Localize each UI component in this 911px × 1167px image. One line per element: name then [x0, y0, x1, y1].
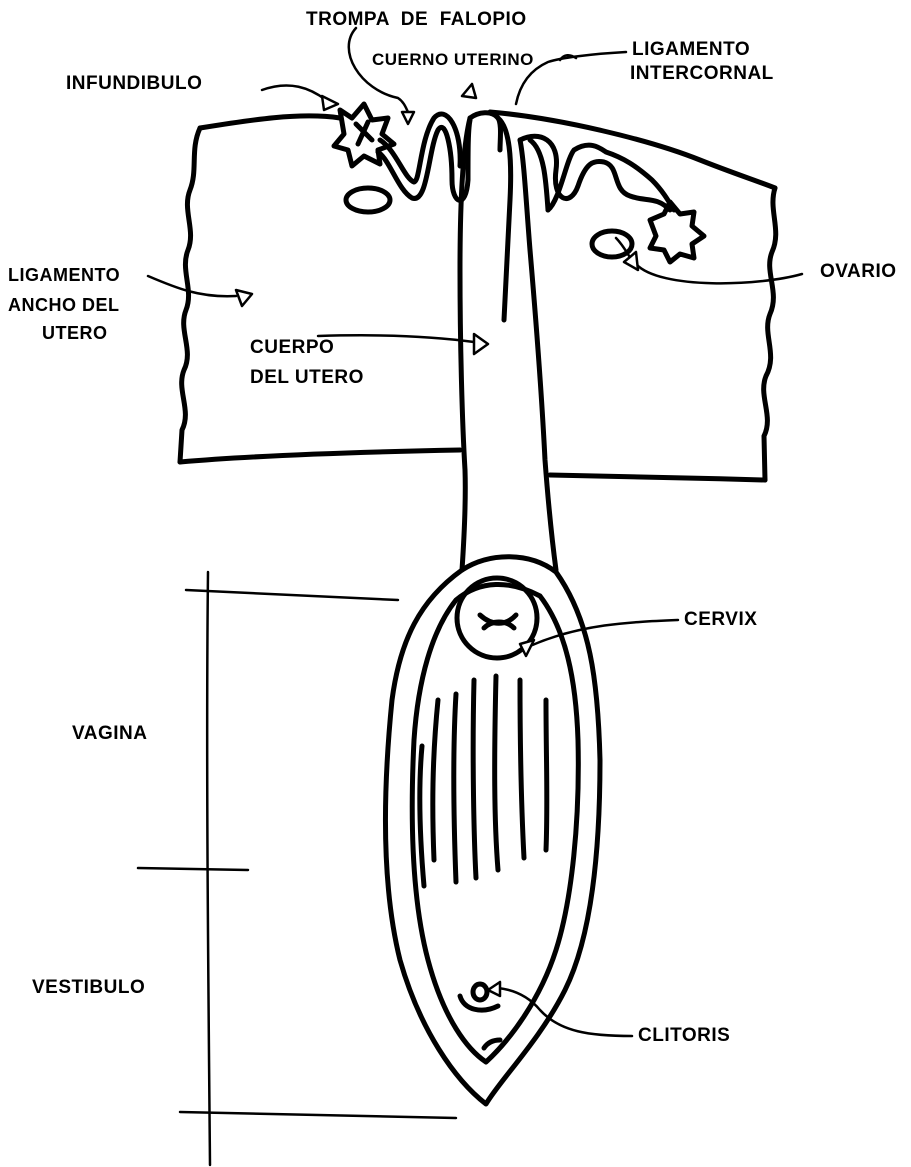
label-cervix: CERVIX — [684, 608, 757, 631]
label-ligamento-intercornal-2: INTERCORNAL — [630, 62, 774, 85]
label-vagina: VAGINA — [72, 722, 147, 745]
cuerpo-arrow-icon — [474, 334, 488, 354]
broad-ligament-top-right-edge — [490, 112, 775, 188]
region-scale-middle — [138, 868, 248, 870]
infundibulo-arrow-icon — [322, 96, 338, 110]
broad-ligament-left-wavy-edge — [180, 128, 200, 462]
left-oval-structure — [346, 188, 390, 212]
clitoris-arrow-icon — [488, 982, 500, 996]
cervix-arrow-icon — [520, 640, 534, 656]
label-cuerno-uterino: CUERNO UTERINO — [372, 48, 534, 71]
label-infundibulo: INFUNDIBULO — [66, 72, 202, 95]
label-ligamento-ancho-3: UTERO — [42, 322, 108, 345]
label-cuerpo-1: CUERPO — [250, 336, 334, 359]
leaders — [148, 28, 802, 1036]
broad-ligament — [180, 112, 776, 480]
ligamento-ancho-arrow-icon — [236, 290, 252, 306]
label-cuerpo-2: DEL UTERO — [250, 366, 364, 389]
broad-ligament-bottom-right-edge — [550, 475, 765, 480]
label-ovario: OVARIO — [820, 260, 897, 283]
broad-ligament-right-wavy-edge — [764, 188, 776, 480]
label-trompa-de-falopio: TROMPA DE FALOPIO — [306, 8, 527, 31]
broad-ligament-bottom-left-edge — [180, 450, 460, 462]
label-clitoris: CLITORIS — [638, 1024, 730, 1047]
cuerno-arrow-icon — [462, 84, 476, 98]
region-scale-top — [186, 590, 398, 600]
label-ligamento-ancho-1: LIGAMENTO — [8, 264, 120, 287]
region-scale-bottom — [180, 1112, 456, 1118]
infundibulum-right-icon — [650, 202, 704, 262]
label-ligamento-intercornal-1: LIGAMENTO — [632, 38, 750, 61]
right-horn-inner — [530, 140, 548, 210]
label-ligamento-ancho-2: ANCHO DEL — [8, 294, 120, 317]
trompa-arrow-icon — [402, 112, 414, 124]
vaginal-folds — [420, 676, 547, 886]
label-vestibulo: VESTIBULO — [32, 976, 145, 999]
broad-ligament-top-left-edge — [200, 116, 340, 128]
vagina-outer-shell — [385, 557, 600, 1104]
region-scale — [138, 572, 456, 1165]
